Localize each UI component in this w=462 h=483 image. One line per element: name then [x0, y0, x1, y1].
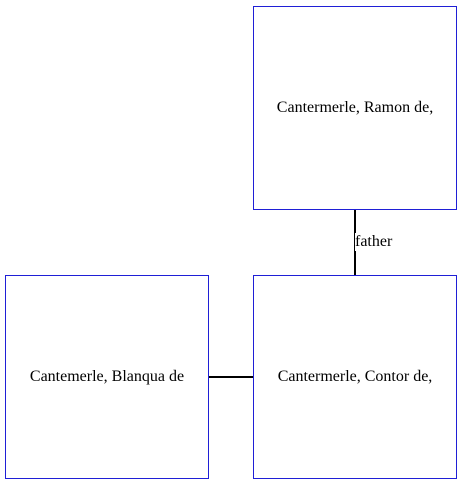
person-node-label: Cantermerle, Contor de, [277, 368, 433, 386]
person-node-blanqua[interactable]: Cantemerle, Blanqua de [5, 275, 209, 479]
father-edge-line [354, 210, 356, 275]
person-node-ramon[interactable]: Cantermerle, Ramon de, [253, 6, 457, 210]
connector-edge-line [209, 376, 253, 378]
person-node-label: Cantermerle, Ramon de, [276, 99, 434, 117]
father-edge-label: father [355, 233, 393, 251]
person-node-label: Cantemerle, Blanqua de [29, 368, 185, 386]
person-node-contor[interactable]: Cantermerle, Contor de, [253, 275, 457, 479]
